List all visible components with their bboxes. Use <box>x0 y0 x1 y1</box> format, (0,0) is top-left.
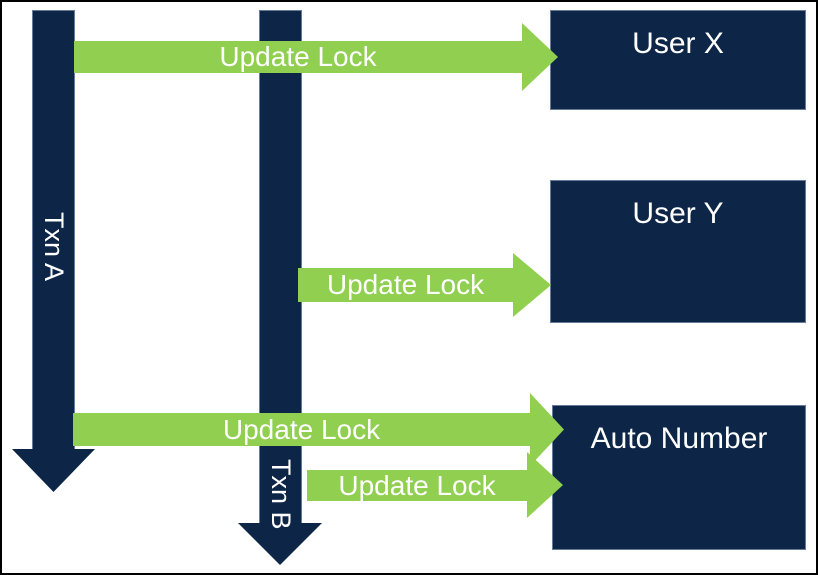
update-lock-arrow-txn-b-auto-number: Update Lock <box>307 470 527 501</box>
auto-number-box-label: Auto Number <box>590 422 768 455</box>
user-x-box: User X <box>550 10 806 110</box>
txn-b-arrowhead-down-icon <box>238 523 322 565</box>
update-lock-label-4: Update Lock <box>338 469 496 501</box>
update-lock-label-3: Update Lock <box>222 413 381 445</box>
txn-a-timeline-bar <box>32 10 75 451</box>
update-lock-label-2: Update Lock <box>326 269 485 300</box>
txn-b-label: Txn B <box>266 458 296 530</box>
update-lock-arrowhead-right-icon <box>513 253 551 317</box>
update-lock-label-1: Update Lock <box>219 41 377 72</box>
user-x-box-label: User X <box>632 27 724 60</box>
update-lock-arrow-txn-b-user-y: Update Lock <box>298 268 513 302</box>
txn-a-label: Txn A <box>39 212 69 282</box>
update-lock-arrow-txn-a-auto-number: Update Lock <box>73 413 530 446</box>
auto-number-box: Auto Number <box>552 405 806 550</box>
update-lock-arrow-txn-a-user-x: Update Lock <box>74 41 522 73</box>
update-lock-arrowhead-right-icon <box>522 23 558 91</box>
update-lock-arrowhead-right-icon <box>527 452 563 518</box>
txn-a-arrowhead-down-icon <box>12 449 95 492</box>
user-y-box-label: User Y <box>632 197 724 230</box>
update-lock-arrowhead-right-icon <box>530 393 564 466</box>
user-y-box: User Y <box>550 180 806 323</box>
